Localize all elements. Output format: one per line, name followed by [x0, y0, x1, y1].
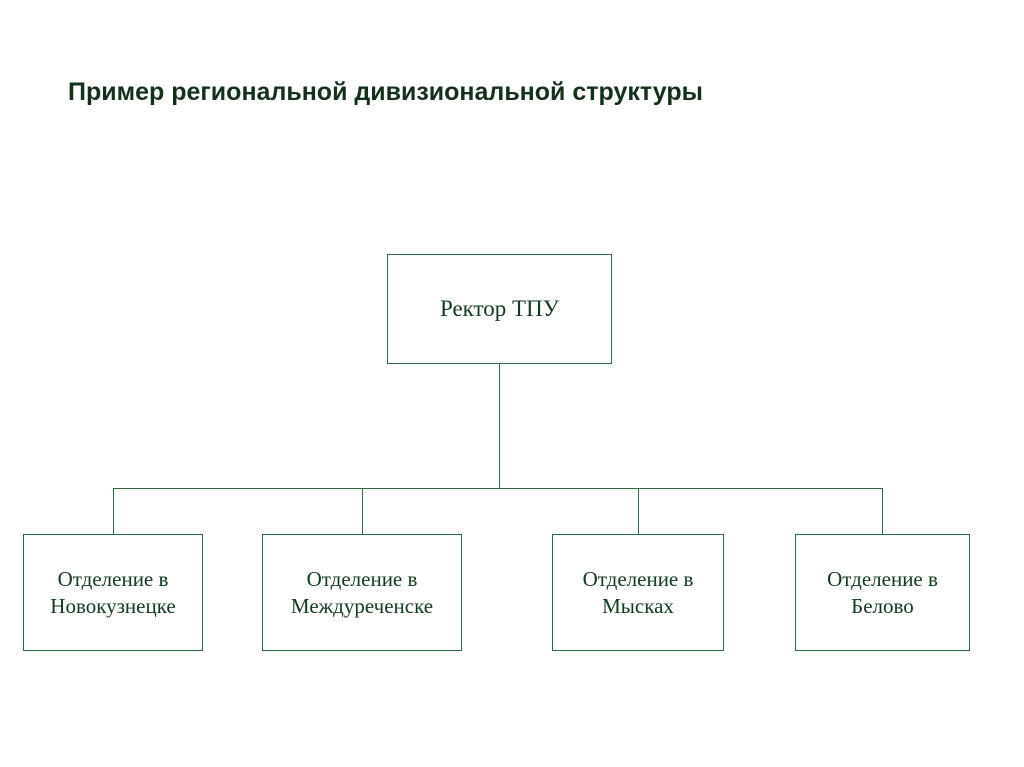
- connector-drop-1: [113, 488, 114, 534]
- org-node-branch-novokuznetsk: Отделение в Новокузнецке: [23, 534, 203, 651]
- connector-drop-2: [362, 488, 363, 534]
- connector-root-stem: [499, 364, 500, 488]
- org-node-branch-belovo: Отделение в Белово: [795, 534, 970, 651]
- connector-horizontal-bus: [113, 488, 883, 489]
- org-node-root: Ректор ТПУ: [387, 254, 612, 364]
- org-node-branch-myski: Отделение в Мысках: [552, 534, 724, 651]
- page-title: Пример региональной дивизиональной струк…: [68, 78, 703, 106]
- connector-drop-3: [638, 488, 639, 534]
- connector-drop-4: [882, 488, 883, 534]
- org-node-branch-mezhdurechensk: Отделение в Междуреченске: [262, 534, 462, 651]
